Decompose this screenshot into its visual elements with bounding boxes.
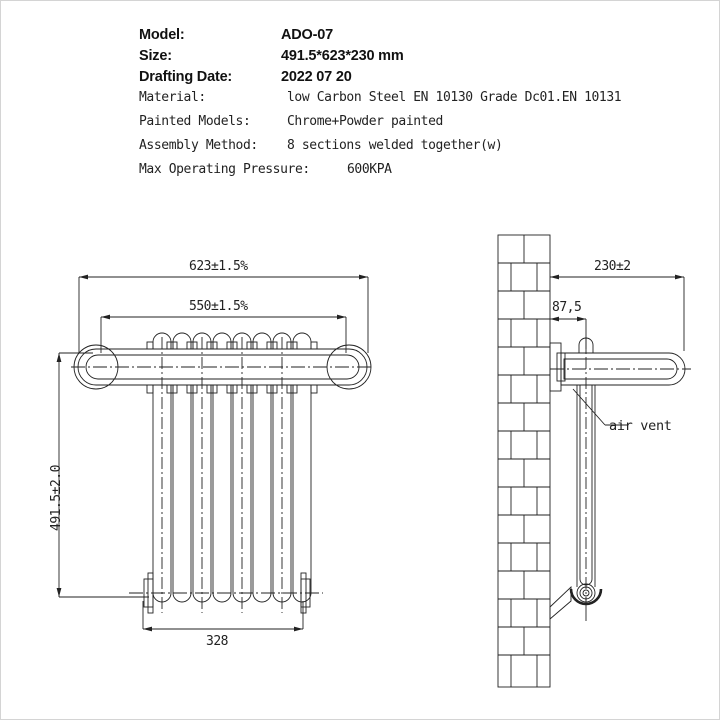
spec-label-max-pressure: Max Operating Pressure: [139, 162, 310, 177]
side-view-bracket [549, 342, 566, 392]
specification-block: Model: ADO-07 Size: 491.5*623*230 mm Dra… [139, 27, 622, 186]
spec-value-model: ADO-07 [281, 27, 333, 43]
tube-section [286, 332, 318, 603]
bottom-end-cap-right [300, 572, 311, 614]
dim-front-overall-width: 623±1.5% [189, 259, 248, 274]
front-view-tube-sections [129, 332, 323, 614]
tube-section [206, 332, 238, 603]
spec-value-max-pressure: 600KPA [347, 162, 392, 177]
spec-row-material: Material: low Carbon Steel EN 10130 Grad… [139, 90, 622, 114]
tube-section [226, 332, 258, 613]
spec-row-assembly-method: Assembly Method: 8 sections welded toget… [139, 138, 619, 162]
tube-section [146, 332, 178, 613]
dim-front-rail-width: 550±1.5% [189, 299, 248, 314]
dim-front-bottom-width: 328 [206, 634, 228, 649]
spec-label-painted-models: Painted Models: [139, 114, 251, 129]
label-air-vent: air vent [609, 418, 672, 434]
front-view-towel-rail [71, 344, 373, 390]
spec-row-painted-models: Painted Models: Chrome+Powder painted [139, 114, 619, 138]
side-view-brick-wall [497, 234, 551, 688]
side-view-tube [576, 337, 596, 601]
spec-value-drafting-date: 2022 07 20 [281, 69, 352, 85]
side-view-dimensions [550, 274, 685, 353]
spec-value-painted-models: Chrome+Powder painted [287, 114, 443, 129]
spec-value-material: low Carbon Steel EN 10130 Grade Dc01.EN … [287, 90, 622, 105]
spec-row-max-pressure: Max Operating Pressure: 600KPA [139, 162, 619, 186]
dim-side-depth: 230±2 [594, 259, 631, 274]
spec-row-size: Size: 491.5*623*230 mm [139, 48, 619, 69]
spec-value-size: 491.5*623*230 mm [281, 48, 404, 64]
spec-row-model: Model: ADO-07 [139, 27, 619, 48]
spec-value-assembly-method: 8 sections welded together(w) [287, 138, 503, 153]
dim-side-bracket-offset: 87,5 [552, 300, 582, 315]
side-view-valve [569, 583, 603, 621]
tube-section [166, 332, 198, 603]
side-view-wall-bracket [549, 585, 572, 620]
side-view-towel-rail [550, 337, 691, 386]
spec-label-drafting-date: Drafting Date: [139, 69, 233, 85]
dim-front-overall-height: 491.5±2.0 [49, 465, 64, 531]
spec-label-size: Size: [139, 48, 172, 64]
spec-row-drafting-date: Drafting Date: 2022 07 20 [139, 69, 619, 90]
bottom-end-cap-left [143, 572, 154, 614]
tube-section [246, 332, 278, 603]
front-view-dimensions [56, 274, 369, 632]
tube-section [266, 332, 298, 613]
tube-section [186, 332, 218, 613]
spec-label-material: Material: [139, 90, 206, 105]
spec-label-model: Model: [139, 27, 185, 43]
spec-label-assembly-method: Assembly Method: [139, 138, 258, 153]
